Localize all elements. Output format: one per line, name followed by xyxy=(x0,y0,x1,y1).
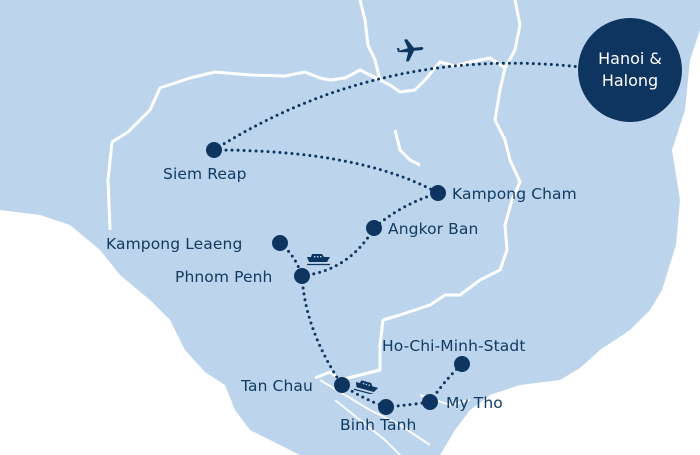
hub-label-line1: Hanoi & xyxy=(598,49,662,68)
marker-my-tho[interactable] xyxy=(422,394,438,410)
label-binh-tanh: Binh Tanh xyxy=(340,416,417,434)
label-kampong-cham: Kampong Cham xyxy=(452,185,577,203)
marker-binh-tanh[interactable] xyxy=(378,399,394,415)
label-tan-chau: Tan Chau xyxy=(241,377,313,395)
hub-hanoi-halong[interactable]: Hanoi & Halong xyxy=(578,18,682,122)
label-siem-reap: Siem Reap xyxy=(163,165,247,183)
airplane-icon xyxy=(396,39,424,62)
label-my-tho: My Tho xyxy=(446,394,503,412)
marker-tan-chau[interactable] xyxy=(334,377,350,393)
marker-kampong-leaeng[interactable] xyxy=(272,235,288,251)
ship-icon xyxy=(354,380,379,394)
label-ho-chi-minh-stadt: Ho-Chi-Minh-Stadt xyxy=(382,337,526,355)
label-phnom-penh: Phnom Penh xyxy=(175,268,273,286)
label-angkor-ban: Angkor Ban xyxy=(388,220,479,238)
marker-kampong-cham[interactable] xyxy=(430,185,446,201)
marker-angkor-ban[interactable] xyxy=(366,220,382,236)
country-borders xyxy=(106,0,522,382)
label-kampong-leaeng: Kampong Leaeng xyxy=(106,235,243,253)
marker-ho-chi-minh-stadt[interactable] xyxy=(454,356,470,372)
hub-label-line2: Halong xyxy=(601,71,659,90)
marker-phnom-penh[interactable] xyxy=(294,268,310,284)
ship-icon xyxy=(307,254,330,266)
marker-siem-reap[interactable] xyxy=(206,142,222,158)
